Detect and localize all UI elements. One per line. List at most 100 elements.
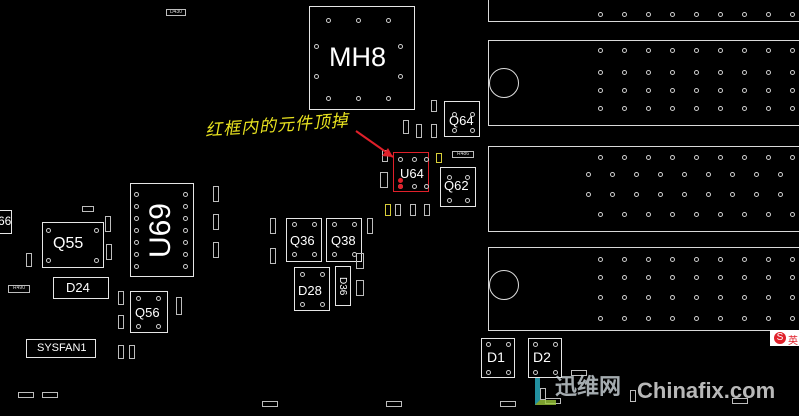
connector-pad bbox=[622, 48, 627, 53]
connector-pad bbox=[766, 275, 771, 280]
connector-pad bbox=[766, 48, 771, 53]
connector-pad bbox=[766, 70, 771, 75]
connector-pad bbox=[766, 316, 771, 321]
q56-label: Q56 bbox=[135, 305, 160, 320]
connector-pad bbox=[694, 275, 699, 280]
connector-pad bbox=[718, 275, 723, 280]
connector-pad bbox=[646, 212, 651, 217]
passive-part bbox=[262, 401, 278, 407]
passive-part bbox=[630, 390, 636, 402]
d28-label: D28 bbox=[298, 283, 322, 298]
connector-pad bbox=[718, 106, 723, 111]
connector-pad bbox=[742, 295, 747, 300]
connector-pad bbox=[622, 155, 627, 160]
edge-part-label: 66 bbox=[0, 214, 12, 228]
connector-pad bbox=[766, 257, 771, 262]
component-pin bbox=[352, 252, 357, 257]
connector-pad bbox=[670, 106, 675, 111]
connector-pad bbox=[682, 192, 687, 197]
connector-pad bbox=[718, 295, 723, 300]
passive-part bbox=[270, 218, 276, 234]
connector-pad bbox=[598, 155, 603, 160]
u69-pin bbox=[183, 252, 188, 257]
r490-label: R490 bbox=[13, 285, 25, 291]
passive-part bbox=[18, 392, 34, 398]
component-pin bbox=[424, 184, 429, 189]
slot-connector-4 bbox=[488, 247, 799, 331]
q64-outline bbox=[444, 101, 480, 137]
connector-pad bbox=[742, 12, 747, 17]
connector-pad bbox=[694, 316, 699, 321]
passive-part bbox=[380, 172, 388, 188]
component-pin bbox=[320, 302, 325, 307]
mh8-label: MH8 bbox=[329, 42, 387, 72]
component-pin bbox=[356, 18, 361, 23]
passive-part bbox=[105, 216, 111, 232]
component-pin bbox=[300, 302, 305, 307]
connector-pad bbox=[670, 212, 675, 217]
connector-pad bbox=[790, 316, 795, 321]
connector-pad bbox=[598, 88, 603, 93]
ime-s-icon: S bbox=[774, 332, 786, 344]
connector-pad bbox=[766, 155, 771, 160]
q55-label: Q55 bbox=[53, 235, 84, 252]
connector-pad bbox=[718, 70, 723, 75]
ime-label: 英 bbox=[788, 336, 798, 347]
u64-highlight-box bbox=[393, 152, 429, 192]
component-pin bbox=[156, 296, 161, 301]
connector-pad bbox=[790, 295, 795, 300]
connector-pad bbox=[742, 316, 747, 321]
connector-pad bbox=[694, 295, 699, 300]
sysfan1-label: SYSFAN1 bbox=[37, 342, 87, 354]
passive-part bbox=[386, 401, 402, 407]
passive-part bbox=[42, 392, 58, 398]
u69-pin bbox=[183, 204, 188, 209]
d430-label: D430 bbox=[170, 9, 182, 15]
q38-label: Q38 bbox=[331, 233, 356, 248]
component-pin bbox=[465, 175, 470, 180]
connector-pad bbox=[766, 106, 771, 111]
component-pin bbox=[94, 228, 99, 233]
component-pin bbox=[424, 157, 429, 162]
u69-pin bbox=[183, 216, 188, 221]
connector-pad bbox=[598, 275, 603, 280]
connector-pad bbox=[790, 106, 795, 111]
slot-connector-2 bbox=[488, 40, 799, 126]
u69-pin bbox=[134, 192, 139, 197]
q56-outline bbox=[130, 291, 168, 333]
connector-pad bbox=[622, 212, 627, 217]
watermark-cn: 迅维网 bbox=[555, 375, 622, 400]
component-pin bbox=[398, 157, 403, 162]
connector-pad bbox=[742, 155, 747, 160]
connector-pad bbox=[646, 155, 651, 160]
component-pin bbox=[300, 272, 305, 277]
passive-part bbox=[118, 291, 124, 305]
component-pin bbox=[46, 258, 51, 263]
u69-outline bbox=[130, 183, 194, 277]
component-pin bbox=[314, 74, 319, 79]
connector-pad bbox=[622, 70, 627, 75]
u69-pin bbox=[183, 264, 188, 269]
r490-part: R490 bbox=[8, 285, 30, 293]
component-pin bbox=[326, 18, 331, 23]
component-pin bbox=[447, 198, 452, 203]
connector-pad bbox=[718, 212, 723, 217]
connector-pad bbox=[622, 106, 627, 111]
passive-part bbox=[106, 244, 112, 260]
component-pin bbox=[533, 342, 538, 347]
passive-part bbox=[129, 345, 135, 359]
component-pin bbox=[452, 128, 457, 133]
connector-pad bbox=[610, 172, 615, 177]
u69-pin bbox=[134, 240, 139, 245]
component-pin bbox=[553, 342, 558, 347]
connector-pad bbox=[682, 172, 687, 177]
connector-pad bbox=[598, 12, 603, 17]
connector-pad bbox=[622, 88, 627, 93]
connector-pad bbox=[790, 12, 795, 17]
q64-label: Q64 bbox=[449, 113, 474, 128]
connector-pad bbox=[742, 257, 747, 262]
q38-outline bbox=[326, 218, 362, 262]
passive-part bbox=[403, 120, 409, 134]
connector-pad bbox=[694, 12, 699, 17]
